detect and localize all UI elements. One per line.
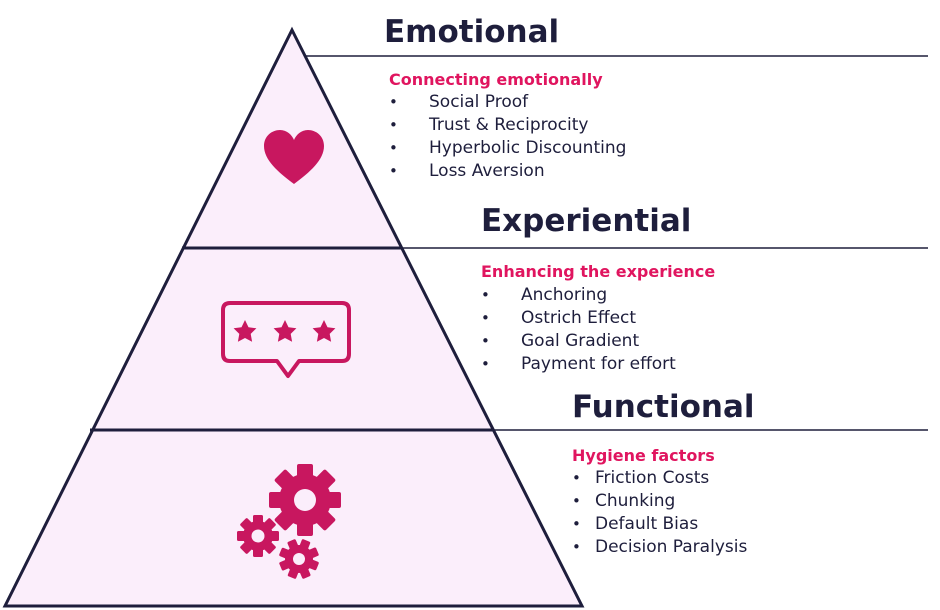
bullet-icon: •	[572, 492, 581, 510]
list-item: • Trust & Reciprocity	[389, 114, 626, 137]
list-item: • Hyperbolic Discounting	[389, 137, 626, 160]
tier-title-experiential: Experiential	[481, 203, 692, 239]
tier-subtitle-experiential: Enhancing the experience	[481, 262, 716, 281]
list-item: • Ostrich Effect	[481, 307, 676, 330]
star-icon	[233, 320, 257, 342]
small-gear-icon	[237, 515, 279, 557]
list-item: • Loss Aversion	[389, 160, 626, 183]
list-item-label: Social Proof	[429, 92, 529, 112]
star-icon	[273, 320, 297, 342]
list-item-label: Trust & Reciprocity	[429, 115, 589, 135]
bullet-icon: •	[389, 162, 398, 180]
list-item-label: Default Bias	[595, 514, 699, 534]
small-gear-icon	[279, 539, 319, 579]
bullet-icon: •	[481, 332, 490, 350]
bullet-icon: •	[481, 286, 490, 304]
pyramid-shape	[2, 26, 585, 608]
bullet-icon: •	[481, 355, 490, 373]
list-item-label: Chunking	[595, 491, 676, 511]
heart-icon	[264, 130, 324, 184]
tier-subtitle-functional: Hygiene factors	[572, 446, 715, 465]
tier-title-emotional: Emotional	[384, 14, 560, 50]
star-icon	[312, 320, 336, 342]
bullet-icon: •	[389, 116, 398, 134]
list-item-label: Goal Gradient	[521, 331, 640, 351]
tier-list-experiential: • Anchoring • Ostrich Effect • Goal Gradien…	[481, 284, 676, 376]
list-item-label: Loss Aversion	[429, 161, 545, 181]
list-item-label: Friction Costs	[595, 468, 710, 488]
bullet-icon: •	[389, 93, 398, 111]
list-item-label: Anchoring	[521, 285, 608, 305]
tier-title-functional: Functional	[572, 389, 755, 425]
list-item-label: Hyperbolic Discounting	[429, 138, 627, 158]
star-rating-icon	[221, 301, 351, 378]
list-item: • Decision Paralysis	[572, 536, 747, 559]
bullet-icon: •	[572, 469, 581, 487]
list-item: • Friction Costs	[572, 467, 747, 490]
bullet-icon: •	[572, 538, 581, 556]
gears-icon	[237, 464, 341, 579]
list-item: • Default Bias	[572, 513, 747, 536]
list-item: • Chunking	[572, 490, 747, 513]
tier-list-emotional: • Social Proof • Trust & Reciprocity • Hype…	[389, 91, 626, 183]
list-item: • Goal Gradient	[481, 330, 676, 353]
list-item: • Payment for effort	[481, 353, 676, 376]
large-gear-icon	[269, 464, 341, 536]
bullet-icon: •	[572, 515, 581, 533]
list-item-label: Decision Paralysis	[595, 537, 748, 557]
list-item-label: Ostrich Effect	[521, 308, 637, 328]
tier-subtitle-emotional: Connecting emotionally	[389, 70, 603, 89]
bullet-icon: •	[389, 139, 398, 157]
list-item: • Anchoring	[481, 284, 676, 307]
tier-list-functional: •Friction Costs •Chunking •Default Bias …	[572, 467, 747, 559]
list-item: • Social Proof	[389, 91, 626, 114]
bullet-icon: •	[481, 309, 490, 327]
list-item-label: Payment for effort	[521, 354, 676, 374]
